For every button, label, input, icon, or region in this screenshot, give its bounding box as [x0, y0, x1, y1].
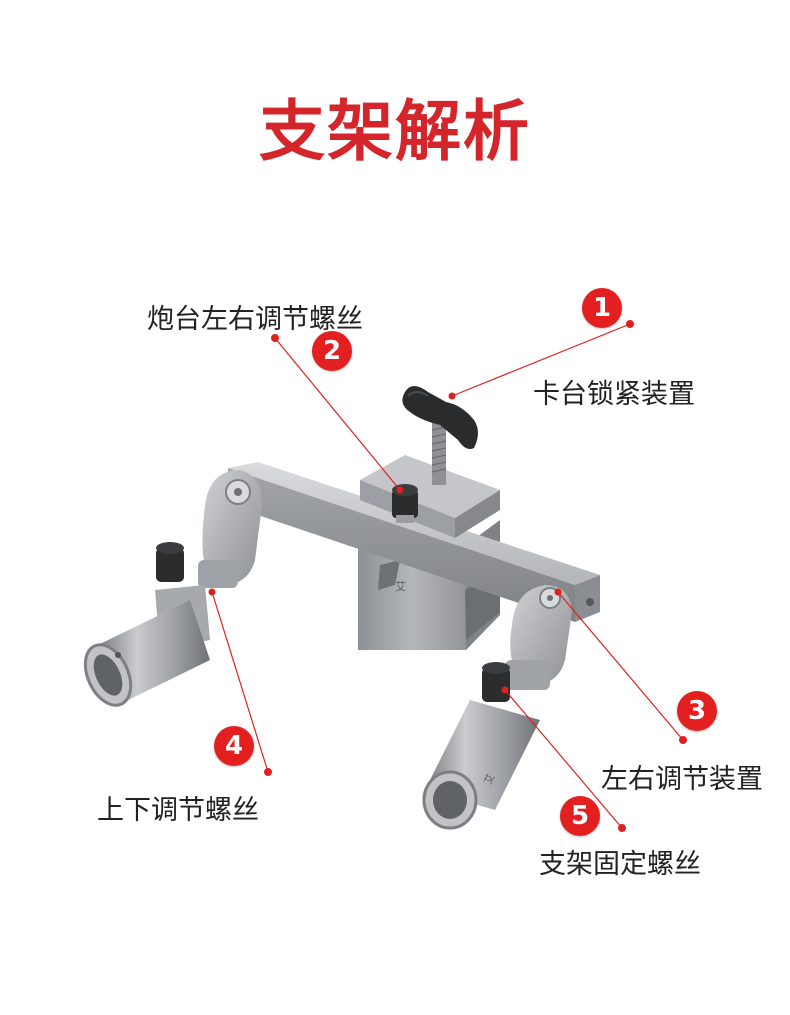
part-number-badge-2: 2: [312, 331, 352, 371]
left-tube: [83, 600, 210, 707]
part-number-badge-1: 1: [582, 288, 622, 328]
lock-screw: [402, 386, 478, 485]
leader-line-1: [451, 323, 631, 397]
leader-line-4: [211, 591, 269, 773]
page-title: 支架解析: [259, 93, 531, 170]
svg-text:艾: 艾: [482, 772, 497, 786]
part-number-badge-3: 3: [677, 691, 717, 731]
svg-text:艾: 艾: [395, 580, 406, 593]
part-label-vertical-screw: 上下调节螺丝: [97, 795, 259, 826]
part-number-badge-5: 5: [560, 796, 600, 836]
main-rail: [228, 462, 600, 622]
part-label-fixing-screw: 支架固定螺丝: [539, 849, 701, 880]
leader-dots: [208, 320, 687, 832]
leader-line-5: [504, 689, 623, 829]
part-label-lock-device: 卡台锁紧装置: [533, 379, 695, 410]
right-arm: [482, 585, 572, 702]
leader-line-3: [557, 591, 684, 741]
part-label-lateral-adjuster: 左右调节装置: [601, 764, 763, 795]
part-label-turret-screw: 炮台左右调节螺丝: [147, 304, 363, 335]
leader-line-2: [274, 337, 401, 491]
part-number-badge-4: 4: [214, 726, 254, 766]
right-tube: 艾: [422, 700, 540, 830]
turret-screw: [392, 484, 418, 523]
leader-lines: [211, 323, 684, 829]
